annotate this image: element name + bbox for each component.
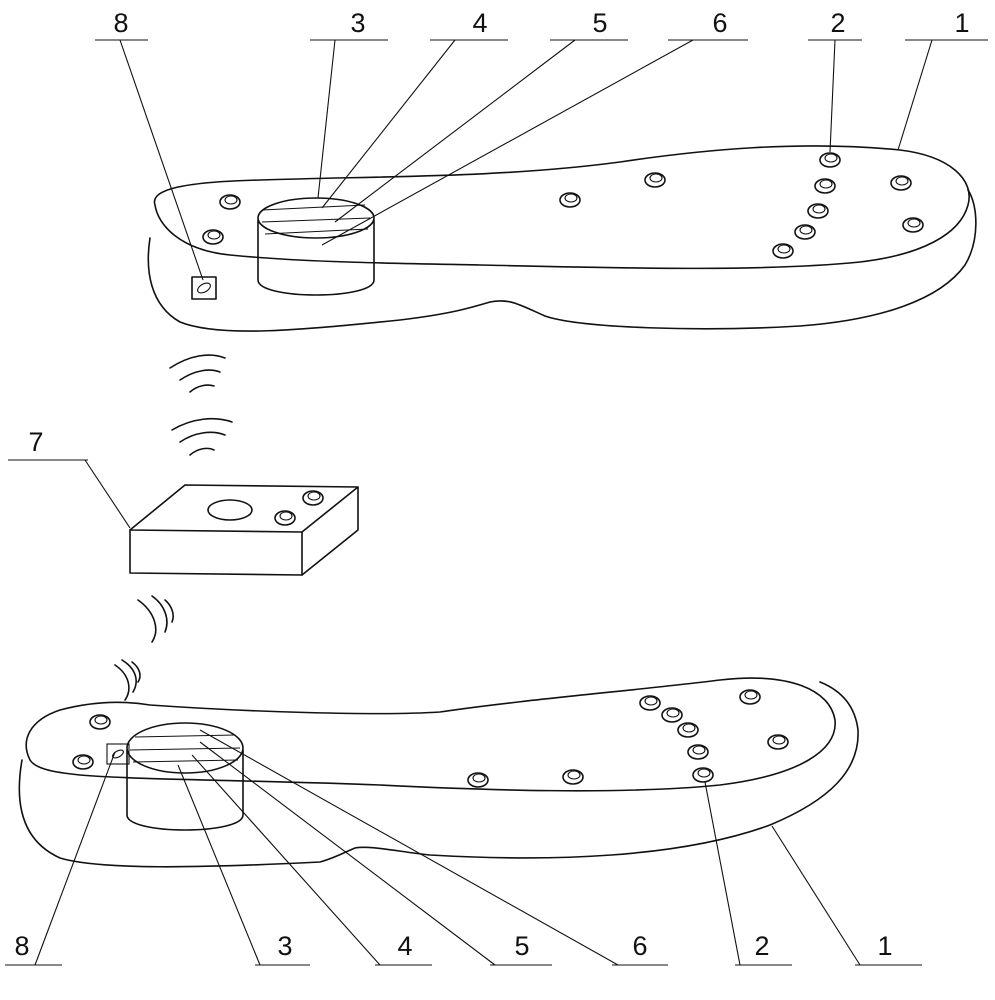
bump: [687, 744, 709, 760]
top-sensor: [191, 276, 217, 300]
bottom-label-1: 1: [877, 931, 892, 961]
bottom-label-8: 8: [14, 931, 29, 961]
bump: [661, 707, 683, 723]
label-8: 8: [113, 8, 128, 38]
bump: [767, 734, 789, 750]
bottom-insole-upper-surface: [25, 677, 836, 792]
bump: [467, 772, 489, 788]
bottom-insole-side: [18, 681, 859, 868]
bump: [302, 490, 324, 506]
bump: [72, 754, 94, 770]
bottom-sensor: [106, 743, 130, 765]
label-2: 2: [830, 8, 845, 38]
bottom-label-3: 3: [277, 931, 292, 961]
bottom-insole: [18, 677, 859, 868]
bump: [794, 224, 816, 240]
label-4: 4: [472, 8, 487, 38]
bump: [814, 178, 836, 194]
bump: [890, 175, 912, 191]
top-insole-side: [147, 189, 977, 332]
bottom-module-cylinder: [126, 722, 244, 831]
bump: [89, 714, 111, 730]
bump: [559, 192, 581, 208]
label-3: 3: [350, 8, 365, 38]
bump: [644, 172, 666, 188]
bottom-massage-bumps: [72, 689, 789, 788]
receiver-box: [129, 484, 359, 576]
bump: [772, 243, 794, 259]
bottom-label-5: 5: [514, 931, 529, 961]
bump: [692, 767, 714, 783]
bottom-label-2: 2: [754, 931, 769, 961]
bump: [219, 194, 241, 210]
bump: [202, 229, 224, 245]
bottom-label-4: 4: [397, 931, 412, 961]
bottom-callouts: 8 3 4 5 6 2 1: [5, 729, 922, 966]
bump: [739, 689, 761, 705]
top-insole-upper-surface: [153, 145, 970, 270]
wireless-signal-icon-upper: [169, 354, 233, 456]
wireless-signal-icon-lower: [114, 595, 174, 701]
receiver-display: [207, 499, 253, 521]
label-5: 5: [592, 8, 607, 38]
label-1: 1: [954, 8, 969, 38]
top-insole: [147, 145, 977, 332]
bump: [819, 152, 841, 168]
bump: [677, 722, 699, 738]
top-module-cylinder: [257, 197, 375, 296]
bump: [807, 203, 829, 219]
label-6: 6: [712, 8, 727, 38]
label-7: 7: [28, 427, 43, 457]
bump: [902, 217, 924, 233]
bump: [562, 769, 584, 785]
bottom-label-6: 6: [632, 931, 647, 961]
bump: [274, 510, 296, 526]
top-callouts: 8 3 4 5 6 2 1: [95, 8, 988, 281]
bump: [639, 695, 661, 711]
top-massage-bumps: [202, 152, 924, 259]
